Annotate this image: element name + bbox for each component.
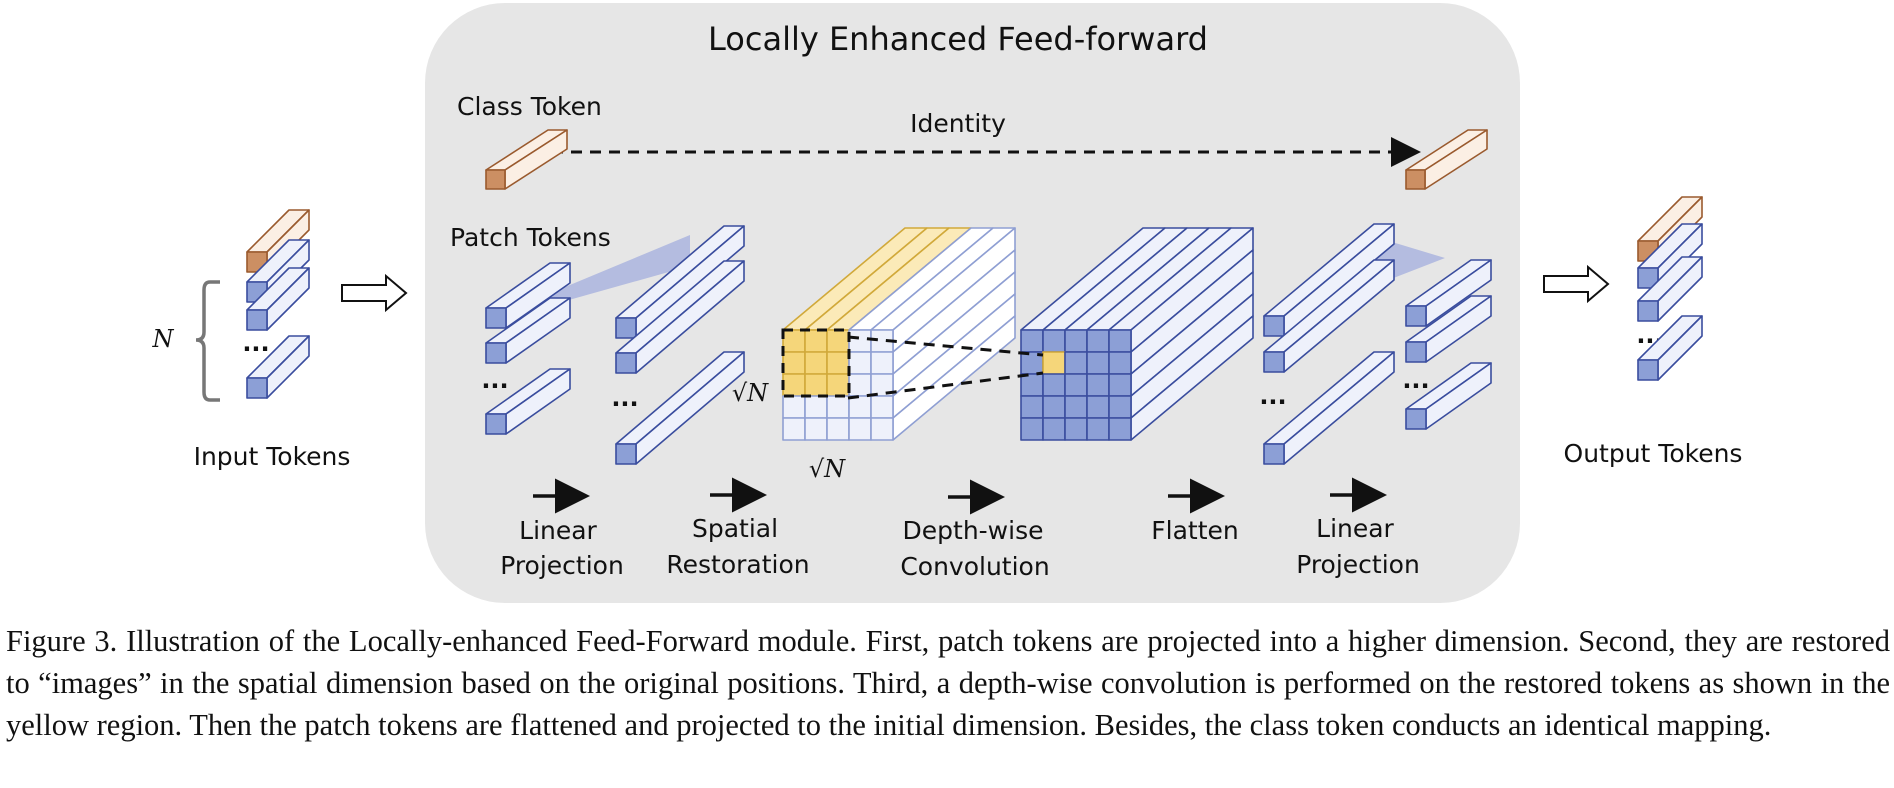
output-tokens-label: Output Tokens xyxy=(1564,439,1743,468)
conv-window-outline xyxy=(781,328,851,398)
svg-text:Restoration: Restoration xyxy=(666,550,809,579)
patch-token-bar xyxy=(1263,259,1395,373)
patch-token-bar xyxy=(246,335,310,399)
patch-token-bar xyxy=(1637,315,1703,381)
step-label-depthwise-convolution: Depth-wise Convolution xyxy=(900,516,1049,581)
step-label-linear-projection-2: Linear Projection xyxy=(1296,514,1420,579)
figure-caption: Figure 3. Illustration of the Locally-en… xyxy=(6,624,1890,742)
input-tokens-label: Input Tokens xyxy=(194,442,351,471)
conv-output-cube xyxy=(1020,227,1254,441)
n-label: N xyxy=(152,325,175,353)
step-label-flatten: Flatten xyxy=(1151,516,1238,545)
n-brace xyxy=(195,280,220,402)
identity-label: Identity xyxy=(910,109,1006,138)
conv-dashed-line xyxy=(847,335,1044,357)
svg-text:Spatial: Spatial xyxy=(692,514,778,543)
patch-token-bar xyxy=(615,351,745,465)
ellipsis-patch: ... xyxy=(481,366,508,394)
svg-text:Convolution: Convolution xyxy=(900,552,1049,581)
step-label-linear-projection-1: Linear Projection xyxy=(500,516,624,580)
sqrt-n-label-left: √N xyxy=(732,379,769,407)
output-arrow-icon xyxy=(1543,264,1610,304)
patch-token-bar xyxy=(246,267,310,331)
patch-token-bar xyxy=(485,368,571,435)
patch-token-bar xyxy=(1263,223,1395,337)
ellipsis-final: ... xyxy=(1402,366,1429,394)
patch-token-bar xyxy=(1263,351,1395,465)
ellipsis-input: ... xyxy=(242,329,269,357)
svg-text:Projection: Projection xyxy=(500,551,624,580)
patch-token-bar xyxy=(485,297,571,364)
patch-token-bar xyxy=(1405,362,1492,430)
svg-text:Linear: Linear xyxy=(519,516,597,545)
patch-token-bar xyxy=(615,225,745,339)
patch-token-bar xyxy=(485,262,571,329)
sqrt-n-label-bottom: √N xyxy=(809,455,846,483)
class-token-label: Class Token xyxy=(457,92,602,121)
ellipsis-reprojected: ... xyxy=(1259,382,1286,410)
patch-tokens-label: Patch Tokens xyxy=(450,223,611,252)
ellipsis-projected: ... xyxy=(611,384,638,412)
patch-token-bar xyxy=(1637,256,1703,322)
svg-text:Projection: Projection xyxy=(1296,550,1420,579)
conv-dashed-line xyxy=(847,371,1044,400)
svg-text:Flatten: Flatten xyxy=(1151,516,1238,545)
svg-text:Linear: Linear xyxy=(1316,514,1394,543)
class-token-bar xyxy=(485,129,568,190)
step-label-spatial-restoration: Spatial Restoration xyxy=(666,514,809,579)
lefe-diagram: Locally Enhanced Feed-forward Class Toke… xyxy=(152,3,1743,603)
svg-text:Depth-wise: Depth-wise xyxy=(903,516,1044,545)
patch-token-bar xyxy=(1405,295,1492,363)
patch-token-bar xyxy=(1405,259,1492,327)
class-token-bar xyxy=(1405,129,1488,190)
patch-token-bar xyxy=(615,260,745,374)
module-title: Locally Enhanced Feed-forward xyxy=(708,20,1208,58)
input-arrow-icon xyxy=(341,273,408,313)
